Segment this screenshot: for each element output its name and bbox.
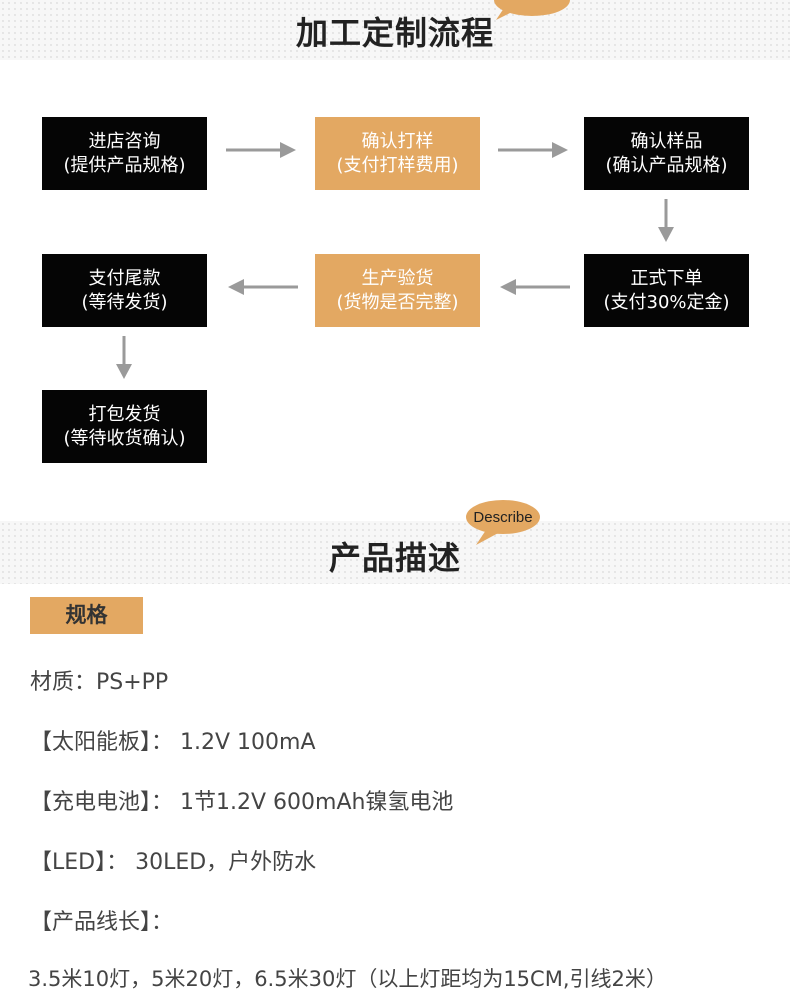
step-sample: 确认打样 (支付打样费用) (315, 117, 480, 190)
step-title: 打包发货 (88, 403, 161, 425)
describe-speech-bubble: Describe (466, 500, 540, 545)
arrow-right-icon (226, 142, 296, 158)
spec-length-options: 3.5米10灯，5米20灯，6.5米30灯（以上灯距均为15CM,引线2米） (28, 967, 667, 991)
spec-battery: 【充电电池】： 1节1.2V 600mAh镍氢电池 (30, 790, 454, 815)
spec-material: 材质：PS+PP (30, 670, 169, 695)
arrow-left-icon (500, 279, 570, 295)
arrow-right-icon (498, 142, 568, 158)
step-order: 正式下单 (支付30%定金) (584, 254, 749, 327)
spec-led: 【LED】： 30LED，户外防水 (30, 850, 317, 875)
step-consult: 进店咨询 (提供产品规格) (42, 117, 207, 190)
step-title: 确认样品 (630, 130, 703, 152)
arrow-down-icon (116, 336, 132, 379)
step-subtitle: (等待发货) (81, 291, 168, 313)
step-subtitle: (支付30%定金) (603, 291, 730, 313)
section-header-band (0, 521, 790, 584)
step-subtitle: (确认产品规格) (605, 154, 728, 176)
section-header-band (0, 0, 790, 60)
step-title: 进店咨询 (88, 130, 161, 152)
spec-solar-panel: 【太阳能板】： 1.2V 100mA (30, 730, 316, 755)
step-inspection: 生产验货 (货物是否完整) (315, 254, 480, 327)
section-title-description: 产品描述 (328, 539, 461, 577)
step-subtitle: (提供产品规格) (63, 154, 186, 176)
bubble-label: Describe (473, 509, 532, 526)
section-title-process: 加工定制流程 (295, 14, 494, 52)
spec-cable-length: 【产品线长】： (30, 910, 174, 935)
spec-tag: 规格 (30, 597, 143, 634)
speech-bubble-icon (494, 0, 570, 20)
step-subtitle: (支付打样费用) (336, 154, 459, 176)
step-subtitle: (等待收货确认) (63, 427, 186, 449)
step-confirm-sample: 确认样品 (确认产品规格) (584, 117, 749, 190)
step-title: 正式下单 (630, 267, 703, 289)
step-final-payment: 支付尾款 (等待发货) (42, 254, 207, 327)
step-shipping: 打包发货 (等待收货确认) (42, 390, 207, 463)
step-subtitle: (货物是否完整) (336, 291, 459, 313)
arrow-down-icon (658, 199, 674, 242)
step-title: 生产验货 (361, 267, 434, 289)
arrow-left-icon (228, 279, 298, 295)
step-title: 确认打样 (361, 130, 434, 152)
step-title: 支付尾款 (88, 267, 161, 289)
